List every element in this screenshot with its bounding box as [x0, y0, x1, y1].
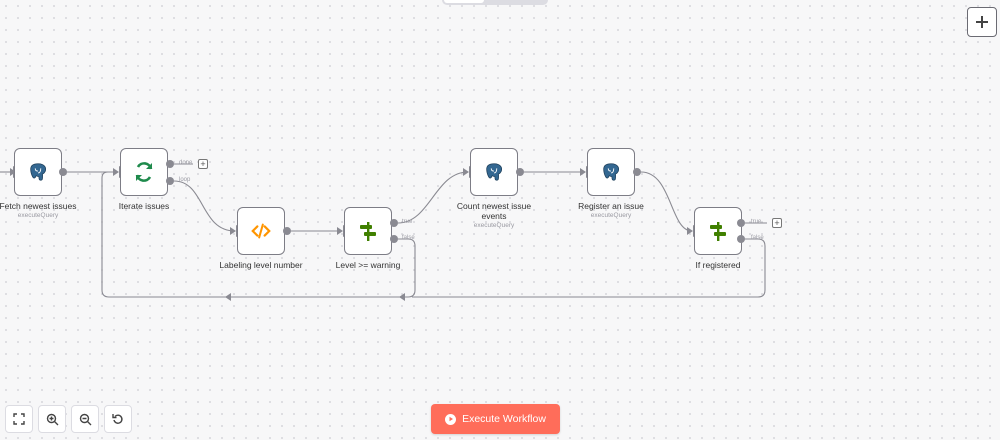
- zoom-controls: [5, 405, 132, 433]
- node-label-fetch: Fetch newest issues executeQuery: [0, 201, 98, 220]
- node-title: Fetch newest issues: [0, 201, 77, 211]
- connection-level-count: [397, 171, 469, 224]
- plus-icon: [976, 16, 988, 28]
- connection-level-false-loop: [101, 171, 416, 298]
- node-label-count: Count newest issue events executeQuery: [454, 201, 534, 230]
- node-subtitle: executeQuery: [590, 212, 632, 219]
- if-icon: [706, 219, 730, 243]
- view-tab-active[interactable]: [444, 0, 484, 3]
- code-icon: [250, 220, 272, 242]
- output-handle-loop[interactable]: [166, 177, 174, 185]
- branch-label-done: done: [179, 160, 193, 166]
- connection-ifreg-false-loop: [412, 238, 766, 298]
- branch-label-false: false: [402, 235, 415, 241]
- zoom-out-button[interactable]: [71, 405, 99, 433]
- connection-register-ifreg: [640, 171, 693, 232]
- postgres-icon: [483, 161, 505, 183]
- node-count-newest-issue-events[interactable]: [470, 148, 518, 196]
- fit-view-icon: [13, 413, 25, 425]
- postgres-icon: [600, 161, 622, 183]
- branch-label-false: false: [751, 235, 764, 241]
- execute-workflow-button[interactable]: Execute Workflow: [431, 404, 560, 434]
- branch-label-true: true: [402, 219, 413, 225]
- output-handle[interactable]: [516, 168, 524, 176]
- node-subtitle: executeQuery: [473, 222, 515, 229]
- reset-zoom-button[interactable]: [104, 405, 132, 433]
- node-fetch-newest-issues[interactable]: [14, 148, 62, 196]
- node-iterate-issues[interactable]: [120, 148, 168, 196]
- add-node-button[interactable]: [967, 7, 997, 37]
- node-register-an-issue[interactable]: [587, 148, 635, 196]
- loop-icon: [132, 160, 156, 184]
- node-labeling-level-number[interactable]: [237, 207, 285, 255]
- fit-view-button[interactable]: [5, 405, 33, 433]
- connection-iterate-labeling: [173, 180, 236, 232]
- postgres-icon: [27, 161, 49, 183]
- reset-zoom-icon: [112, 414, 123, 424]
- view-tabs[interactable]: [442, 0, 548, 5]
- output-handle-false[interactable]: [390, 235, 398, 243]
- branch-label-true: true: [751, 219, 762, 225]
- branch-label-loop: loop: [179, 177, 191, 183]
- node-title: Labeling level number: [219, 260, 303, 270]
- node-title: Count newest issue events: [456, 201, 532, 221]
- if-icon: [356, 219, 380, 243]
- output-handle-done[interactable]: [166, 160, 174, 168]
- node-title: Level >= warning: [335, 260, 401, 270]
- zoom-out-icon: [79, 413, 91, 425]
- node-level-warning[interactable]: [344, 207, 392, 255]
- output-handle[interactable]: [59, 168, 67, 176]
- node-if-registered[interactable]: [694, 207, 742, 255]
- zoom-in-icon: [46, 413, 58, 425]
- output-handle-false[interactable]: [737, 235, 745, 243]
- output-handle[interactable]: [633, 168, 641, 176]
- add-branch-button[interactable]: +: [198, 159, 208, 169]
- play-circle-icon: [445, 413, 457, 425]
- node-subtitle: executeQuery: [17, 212, 59, 219]
- zoom-in-button[interactable]: [38, 405, 66, 433]
- node-label-iterate: Iterate issues: [84, 201, 204, 211]
- output-handle[interactable]: [283, 227, 291, 235]
- node-label-level: Level >= warning: [308, 260, 428, 270]
- execute-workflow-label: Execute Workflow: [462, 413, 546, 425]
- node-title: Register an issue: [578, 201, 644, 211]
- add-branch-button[interactable]: +: [772, 218, 782, 228]
- node-label-labeling: Labeling level number: [201, 260, 321, 270]
- node-label-register: Register an issue executeQuery: [551, 201, 671, 220]
- node-title: If registered: [695, 260, 741, 270]
- output-handle-true[interactable]: [390, 219, 398, 227]
- node-label-ifreg: If registered: [658, 260, 778, 270]
- output-handle-true[interactable]: [737, 219, 745, 227]
- node-title: Iterate issues: [118, 201, 170, 211]
